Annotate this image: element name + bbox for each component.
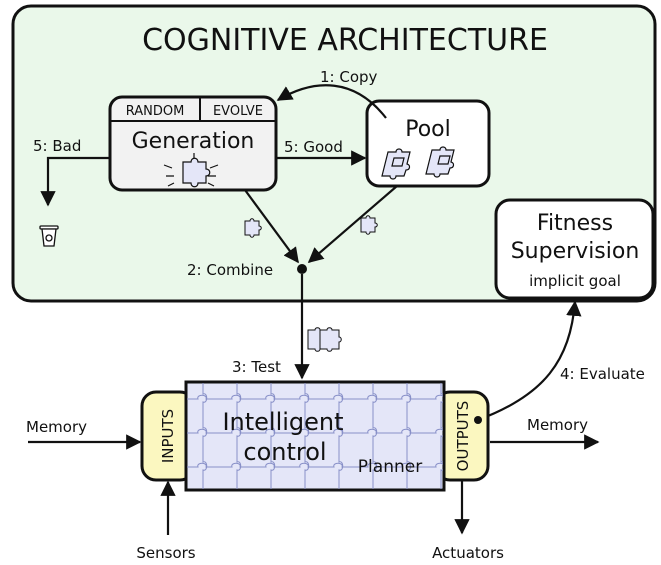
architecture-title: COGNITIVE ARCHITECTURE (142, 23, 548, 58)
actuators-label: Actuators (432, 544, 504, 562)
evaluate-arrow (477, 300, 582, 422)
puzzle-pile-icon (381, 146, 455, 180)
supervision-title: Supervision (511, 239, 640, 264)
fitness-supervision-box (494, 198, 655, 300)
sensors-label: Sensors (136, 544, 195, 562)
good-label: 5: Good (284, 138, 343, 156)
evaluate-label: 4: Evaluate (560, 365, 645, 383)
outputs-label: OUTPUTS (454, 401, 472, 472)
bad-arrow (40, 156, 110, 207)
puzzle-cluster-icon (307, 327, 342, 352)
evolve-tab: EVOLVE (213, 104, 263, 119)
memory-in-label: Memory (26, 418, 87, 436)
copy-label: 1: Copy (320, 68, 378, 86)
intelligent-label: Intelligent (222, 408, 343, 436)
generation-combine-arrow (244, 189, 299, 264)
combine-label: 2: Combine (187, 261, 273, 279)
pool-label: Pool (405, 117, 451, 142)
implicit-goal-label: implicit goal (529, 272, 621, 290)
combine-node (297, 264, 307, 274)
output-node (474, 416, 482, 424)
puzzle-piece-icon (244, 215, 378, 238)
copy-arrow (276, 84, 387, 119)
inputs-label: INPUTS (159, 409, 177, 463)
random-tab: RANDOM (126, 104, 185, 119)
new-puzzle-piece-icon (163, 153, 219, 188)
memory-out-label: Memory (527, 416, 588, 434)
bad-label: 5: Bad (33, 137, 81, 155)
test-label: 3: Test (232, 358, 281, 376)
control-label: control (243, 438, 326, 466)
fitness-title: Fitness (537, 211, 613, 236)
generation-label: Generation (132, 129, 255, 154)
pool-combine-arrow (307, 185, 398, 264)
trash-bin-icon (39, 225, 59, 247)
planner-label: Planner (358, 457, 422, 477)
